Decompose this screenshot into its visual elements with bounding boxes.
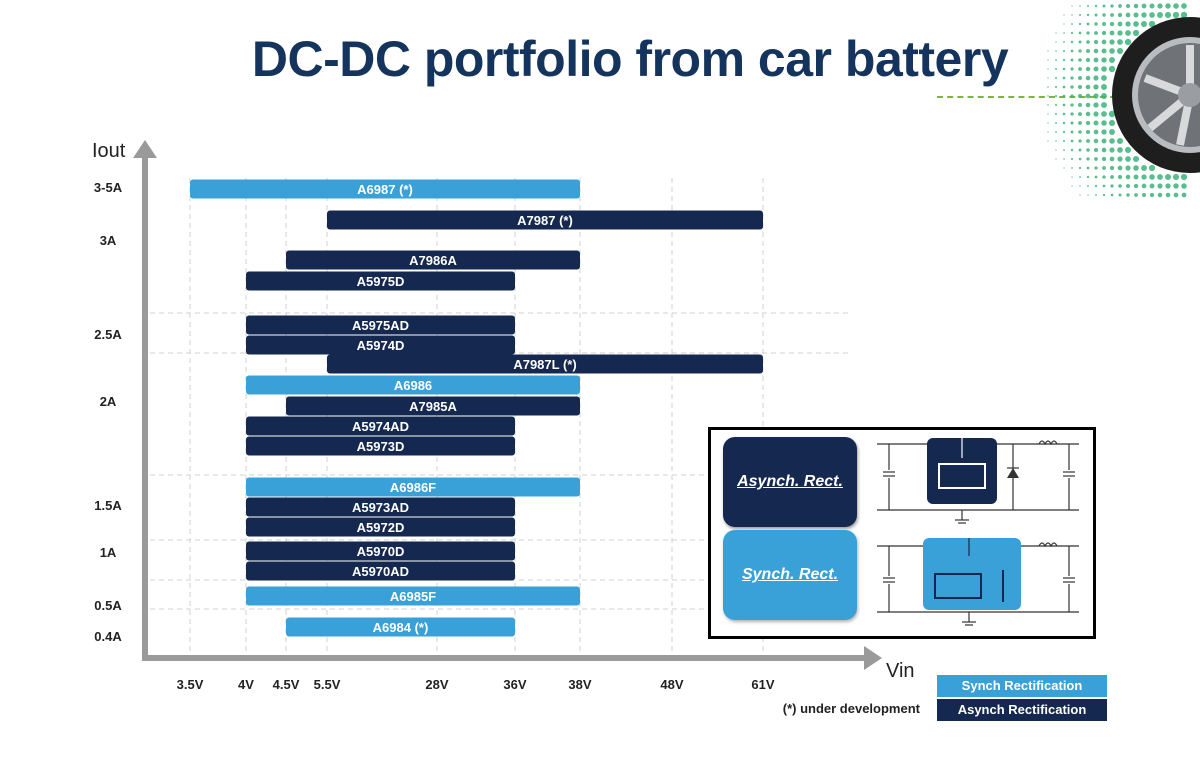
legend-synch-rectification: Synch Rectification bbox=[937, 675, 1107, 697]
product-bar-label: A5970AD bbox=[352, 564, 409, 579]
product-bar bbox=[246, 586, 580, 606]
title-underline bbox=[937, 96, 1167, 98]
product-bar-label: A5975AD bbox=[352, 318, 409, 333]
product-bar-label: A6985F bbox=[390, 589, 436, 604]
product-bar-label: A5973D bbox=[357, 439, 405, 454]
y-tick-label: 1A bbox=[100, 545, 117, 560]
synch-rect-button[interactable]: Synch. Rect. bbox=[723, 530, 857, 620]
product-bar bbox=[286, 250, 580, 270]
y-tick-label: 0.4A bbox=[94, 629, 122, 644]
product-bar-label: A5974D bbox=[357, 338, 405, 353]
x-tick-label: 61V bbox=[751, 677, 774, 692]
x-tick-labels: 3.5V 4V 4.5V 5.5V 28V 36V 38V 48V 61V bbox=[177, 677, 775, 692]
product-bar bbox=[246, 561, 515, 581]
y-tick-label: 0.5A bbox=[94, 598, 122, 613]
product-bar bbox=[327, 210, 763, 230]
x-tick-label: 4.5V bbox=[273, 677, 300, 692]
product-bar-label: A5972D bbox=[357, 520, 405, 535]
product-bar bbox=[327, 354, 763, 374]
product-bar bbox=[246, 541, 515, 561]
product-bar bbox=[190, 179, 580, 199]
y-tick-label: 2A bbox=[100, 394, 117, 409]
y-tick-label: 1.5A bbox=[94, 498, 122, 513]
product-bar bbox=[286, 617, 515, 637]
y-tick-label: 2.5A bbox=[94, 327, 122, 342]
asynch-circuit-diagram bbox=[877, 438, 1079, 524]
y-tick-label: 3-5A bbox=[94, 180, 123, 195]
x-tick-label: 5.5V bbox=[314, 677, 341, 692]
product-bar-label: A6987 (*) bbox=[357, 182, 413, 197]
car-wheel-decoration bbox=[1047, 3, 1200, 198]
x-tick-label: 48V bbox=[660, 677, 683, 692]
x-axis-label: Vin bbox=[886, 660, 915, 682]
product-bar bbox=[246, 416, 515, 436]
x-axis-arrow-icon bbox=[864, 646, 882, 670]
product-bar bbox=[246, 271, 515, 291]
x-tick-label: 36V bbox=[503, 677, 526, 692]
x-tick-label: 38V bbox=[568, 677, 591, 692]
axes bbox=[133, 140, 882, 670]
product-bar bbox=[246, 436, 515, 456]
product-bar-label: A5973AD bbox=[352, 500, 409, 515]
product-bar bbox=[246, 375, 580, 395]
rectification-comparison-panel: Asynch. Rect. Synch. Rect. bbox=[708, 427, 1096, 639]
dot-pattern bbox=[1047, 3, 1188, 198]
product-bar-label: A7986A bbox=[409, 253, 457, 268]
product-bar-label: A7987 (*) bbox=[517, 213, 573, 228]
product-bar-label: A6986F bbox=[390, 480, 436, 495]
x-tick-label: 28V bbox=[425, 677, 448, 692]
circuit-schematics bbox=[877, 438, 1079, 626]
product-bar-label: A5970D bbox=[357, 544, 405, 559]
product-bar bbox=[286, 396, 580, 416]
y-tick-labels: 3-5A 3A 2.5A 2A 1.5A 1A 0.5A 0.4A bbox=[94, 180, 123, 644]
product-bar-label: A5974AD bbox=[352, 419, 409, 434]
product-bar-label: A6986 bbox=[394, 378, 432, 393]
page-title: DC-DC portfolio from car battery bbox=[251, 31, 1009, 87]
product-bar-label: A7985A bbox=[409, 399, 457, 414]
under-development-note: (*) under development bbox=[782, 701, 920, 716]
product-bar-label: A5975D bbox=[357, 274, 405, 289]
wheel-icon bbox=[1112, 17, 1200, 173]
y-axis-arrow-icon bbox=[133, 140, 157, 158]
product-bar-label: A6984 (*) bbox=[373, 620, 429, 635]
asynch-rect-button[interactable]: Asynch. Rect. bbox=[723, 437, 857, 527]
product-bar bbox=[246, 315, 515, 335]
product-bar-label: A7987L (*) bbox=[513, 357, 576, 372]
legend-asynch-rectification: Asynch Rectification bbox=[937, 699, 1107, 721]
product-bar bbox=[246, 335, 515, 355]
product-bar bbox=[246, 497, 515, 517]
x-tick-label: 4V bbox=[238, 677, 254, 692]
y-axis-label: Iout bbox=[92, 140, 126, 162]
synch-circuit-diagram bbox=[877, 538, 1079, 626]
product-bars: A6987 (*) A7987 (*) A7986A A5975D A5975AD A59… bbox=[190, 179, 763, 637]
product-bar bbox=[246, 477, 580, 497]
x-tick-label: 3.5V bbox=[177, 677, 204, 692]
product-bar bbox=[246, 517, 515, 537]
y-tick-label: 3A bbox=[100, 233, 117, 248]
